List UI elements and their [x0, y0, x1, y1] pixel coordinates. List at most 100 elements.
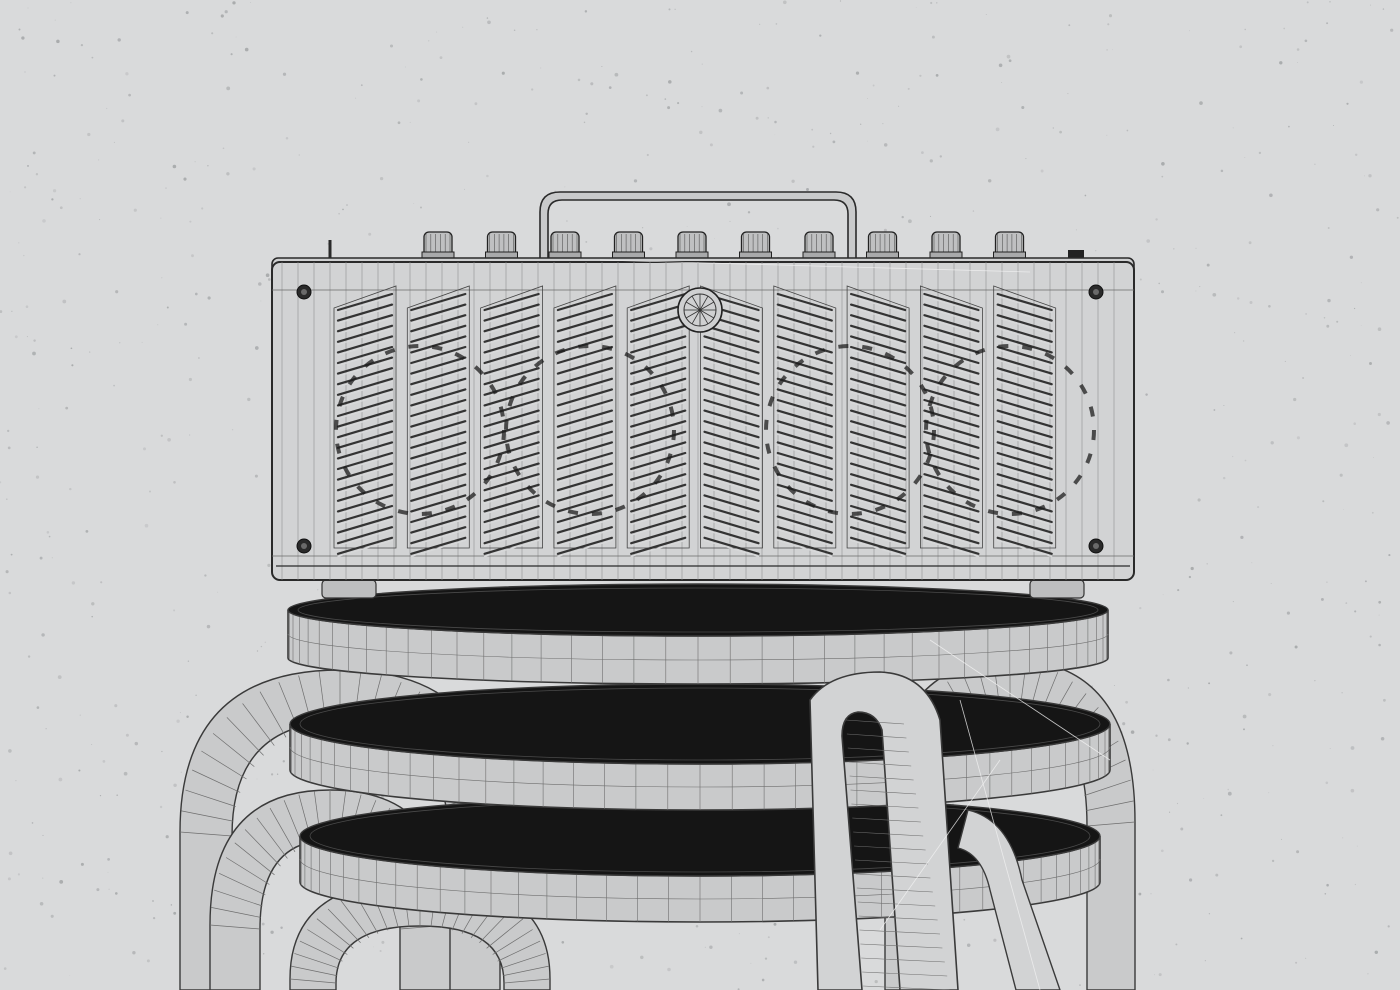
- grille-slot-highlight: [557, 317, 613, 335]
- grille-slot-highlight: [630, 359, 686, 377]
- wall-speckle: [764, 957, 768, 960]
- wall-speckle: [866, 97, 868, 99]
- wall-speckle: [1360, 282, 1362, 284]
- grille-slot: [556, 388, 614, 407]
- grille-slot-highlight: [337, 317, 393, 335]
- grille-slot-highlight: [850, 391, 906, 409]
- wall-speckle: [819, 34, 822, 37]
- grille-slot: [776, 515, 833, 534]
- wall-speckle: [224, 10, 228, 14]
- grille-slot: [410, 483, 467, 502]
- leg-segment-line: [307, 929, 348, 955]
- wall-speckle: [1052, 127, 1054, 129]
- wall-speckle: [254, 346, 259, 350]
- leg-segment-line: [181, 810, 233, 822]
- wall-speckle: [872, 84, 875, 87]
- wall-speckle: [373, 946, 374, 948]
- grille-slot-highlight: [337, 444, 393, 462]
- wall-speckle: [565, 220, 568, 222]
- wall-speckle: [993, 938, 997, 942]
- wall-speckle: [98, 159, 100, 161]
- wall-speckle: [133, 208, 137, 212]
- wall-speckle: [1364, 580, 1367, 583]
- grille-slot: [336, 536, 394, 555]
- grille-slot: [556, 473, 614, 492]
- leg-segment-line: [1084, 779, 1131, 796]
- wall-speckle: [812, 145, 815, 148]
- grille-slot: [776, 473, 833, 492]
- grille-slot: [630, 494, 687, 513]
- grille-slot-highlight: [703, 518, 760, 536]
- wall-speckle: [767, 936, 770, 939]
- wall-speckle: [1326, 581, 1328, 584]
- grille-slot-highlight: [850, 402, 906, 420]
- wall-speckle: [7, 877, 11, 881]
- grille-slot: [776, 324, 833, 343]
- grille-slot-highlight: [777, 296, 833, 314]
- grille-slot-highlight: [703, 497, 760, 515]
- wall-speckle: [1270, 441, 1274, 445]
- grille-slot-highlight: [410, 433, 466, 451]
- grille-slot-highlight: [923, 402, 980, 420]
- wall-speckle: [1329, 0, 1331, 3]
- grille-slot: [630, 409, 687, 428]
- wall-speckle: [860, 123, 862, 125]
- wall-speckle: [1084, 194, 1087, 197]
- wall-speckle: [1288, 125, 1290, 128]
- grille-slot-highlight: [557, 508, 613, 526]
- wall-speckle: [1152, 769, 1154, 771]
- wall-speckle: [487, 20, 491, 25]
- wall-speckle: [39, 902, 44, 906]
- wall-speckle: [1258, 151, 1262, 155]
- wall-speckle: [1286, 611, 1290, 615]
- grille-slot: [556, 324, 614, 343]
- wall-speckle: [1243, 728, 1245, 731]
- grille-slot-highlight: [997, 539, 1053, 558]
- grille-slot: [556, 356, 614, 375]
- wall-speckle: [261, 922, 265, 926]
- grille-slot: [996, 526, 1053, 545]
- grille-slot-highlight: [410, 359, 466, 377]
- grille-slot-highlight: [337, 338, 393, 356]
- grille-slot: [996, 504, 1053, 524]
- grille-slot: [336, 409, 394, 428]
- grille-slot-highlight: [923, 349, 980, 367]
- wall-speckle: [71, 581, 76, 585]
- wall-speckle: [1188, 575, 1192, 579]
- wall-speckle: [1113, 685, 1115, 687]
- wall-speckle: [929, 159, 933, 163]
- wall-speckle: [468, 141, 470, 143]
- wall-speckle: [267, 278, 271, 281]
- grille-slot-highlight: [850, 539, 906, 558]
- grille-slot: [776, 314, 833, 333]
- grille-slot: [703, 356, 760, 375]
- wall-speckle: [1195, 290, 1197, 292]
- wall-speckle: [1212, 292, 1217, 297]
- grille-slot-highlight: [630, 327, 686, 345]
- grille-slot: [630, 462, 687, 481]
- front-leg-line: [862, 971, 948, 977]
- front-leg-line: [857, 901, 936, 907]
- grille-slot-highlight: [997, 370, 1053, 388]
- grille-slot: [849, 526, 907, 545]
- wall-speckle: [1075, 229, 1077, 231]
- grille-slot-highlight: [777, 433, 833, 451]
- grille-slot: [849, 303, 907, 322]
- leg-segment-line: [340, 900, 370, 939]
- grille-slot-highlight: [850, 423, 906, 441]
- wall-speckle: [501, 71, 505, 75]
- grille-slot: [923, 536, 980, 555]
- wall-speckle: [250, 2, 252, 3]
- wall-speckle: [146, 959, 150, 963]
- grille-slot: [410, 515, 467, 534]
- grille-slot: [630, 367, 687, 386]
- wall-speckle: [806, 188, 809, 191]
- wall-speckle: [1360, 325, 1362, 326]
- grille-slot-highlight: [630, 380, 686, 398]
- grille-slot-highlight: [703, 359, 760, 377]
- wall-speckle: [0, 481, 2, 484]
- wall-speckle: [108, 888, 110, 890]
- wall-speckle: [1353, 422, 1356, 425]
- grille-slot: [410, 462, 467, 481]
- grille-slot-highlight: [923, 317, 980, 335]
